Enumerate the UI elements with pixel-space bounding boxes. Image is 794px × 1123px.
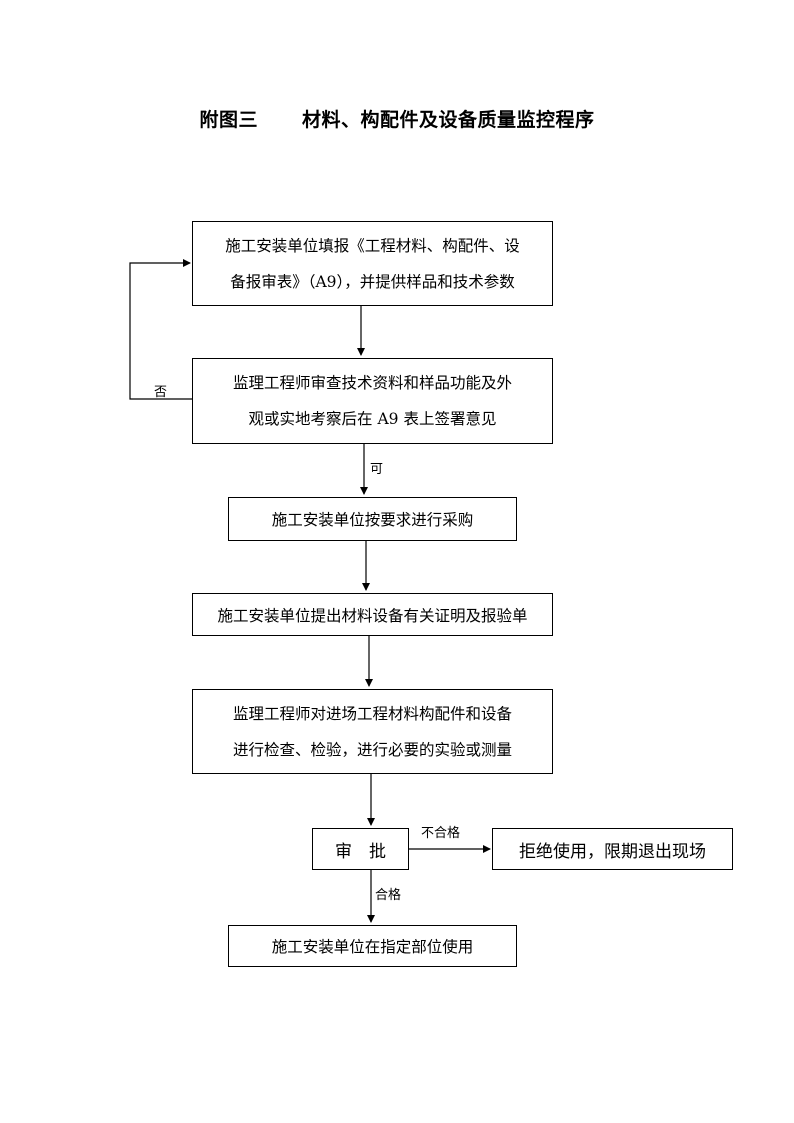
final-use-text: 施工安装单位在指定部位使用 (271, 938, 474, 956)
label-no: 否 (154, 385, 168, 400)
step-submit-form-box: 施工安装单位填报《工程材料、构配件、设 备报审表》（A9），并提供样品和技术参数 (192, 221, 553, 306)
approval-text: 审 批 (335, 841, 386, 862)
title-main: 材料、构配件及设备质量监控程序 (302, 109, 595, 131)
reject-box: 拒绝使用，限期退出现场 (492, 828, 733, 870)
step-submit-certificates-box: 施工安装单位提出材料设备有关证明及报验单 (192, 593, 553, 636)
step-inspection-line1: 监理工程师对进场工程材料构配件和设备 (232, 704, 512, 723)
step-supervisor-review-line2: 观或实地考察后在 A9 表上签署意见 (248, 410, 497, 428)
approval-box: 审 批 (312, 828, 409, 870)
step-inspection-box: 监理工程师对进场工程材料构配件和设备 进行检查、检验，进行必要的实验或测量 (192, 689, 553, 774)
step-supervisor-review-line1: 监理工程师审查技术资料和样品功能及外 (232, 374, 512, 392)
reject-text: 拒绝使用，限期退出现场 (519, 841, 706, 862)
title-prefix: 附图三 (199, 109, 258, 131)
step-submit-certificates-text: 施工安装单位提出材料设备有关证明及报验单 (217, 606, 528, 625)
label-yes: 可 (370, 462, 384, 477)
step-supervisor-review-box: 监理工程师审查技术资料和样品功能及外 观或实地考察后在 A9 表上签署意见 (192, 358, 553, 444)
step-submit-form-line2: 备报审表》（A9），并提供样品和技术参数 (230, 272, 515, 291)
step-procurement-box: 施工安装单位按要求进行采购 (228, 497, 517, 541)
label-pass: 合格 (375, 888, 402, 903)
page-title: 附图三 材料、构配件及设备质量监控程序 (0, 105, 794, 132)
label-fail: 不合格 (421, 826, 461, 841)
arrow-no-loop (129, 259, 192, 400)
step-inspection-line2: 进行检查、检验，进行必要的实验或测量 (232, 740, 512, 759)
step-submit-form-line1: 施工安装单位填报《工程材料、构配件、设 (225, 236, 520, 255)
step-procurement-text: 施工安装单位按要求进行采购 (271, 511, 474, 529)
final-use-box: 施工安装单位在指定部位使用 (228, 925, 517, 967)
